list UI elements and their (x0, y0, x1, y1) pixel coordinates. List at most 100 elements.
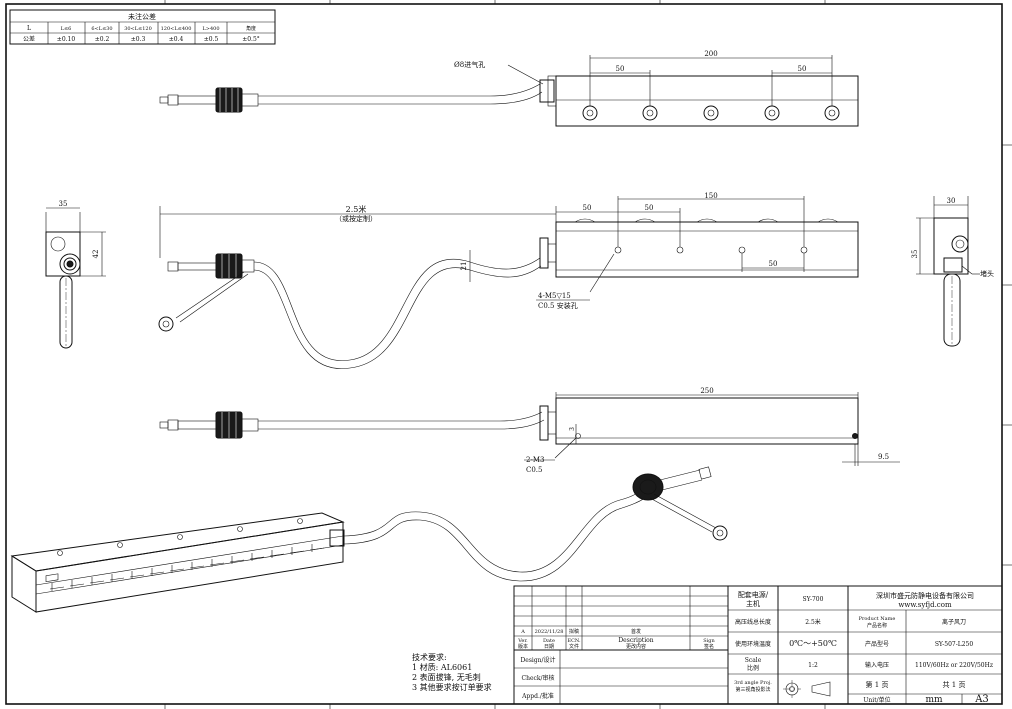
title-block: A 2022/11/28 拟稿 首发 Ver. 版本 Date 日期 ECN. … (513, 585, 1003, 705)
front-dim-hole-pitch: 50 (769, 260, 778, 268)
front-mounting-holes (614, 246, 808, 254)
front-dim-offset: 50 (583, 204, 592, 212)
product-name-value: 离子风刀 (942, 618, 966, 626)
rev-head-date: Date (543, 638, 555, 644)
input-value: 110V/60Hz or 220V/50Hz (915, 662, 993, 669)
tolerance-row-label: 公差 (23, 35, 35, 43)
left-view-height: 42 (92, 250, 100, 259)
inlet-hole-label: Ø8进气孔 (454, 60, 485, 69)
power-value: SY-700 (803, 596, 824, 603)
cable-note: （或按定制） (335, 214, 377, 223)
tech-item-3: 3 其他要求按订单要求 (412, 682, 492, 692)
tolerance-col-4: 120<L≤400 (161, 26, 192, 32)
tolerance-col-2: 6<L≤30 (91, 26, 112, 32)
hv-value: 2.5米 (805, 618, 821, 626)
bottom-length: 250 (700, 387, 713, 395)
tolerance-val-3: ±0.3 (131, 36, 146, 43)
hv-label: 高压线总长度 (735, 618, 771, 626)
env-label: 使用环境温度 (735, 640, 771, 648)
rev-ecn: 拟稿 (569, 628, 579, 635)
product-name-cn: 产品名称 (867, 622, 887, 629)
tolerance-col-6: 角度 (246, 25, 256, 32)
proj-en: 3rd angle Proj. (734, 680, 772, 686)
tolerance-val-6: ±0.5° (242, 36, 260, 43)
company-name: 深圳市盛元防静电设备有限公司 (876, 591, 974, 600)
model-value: SY-507-L250 (935, 641, 974, 648)
tolerance-val-5: ±0.5 (204, 36, 219, 43)
drawing-border (5, 0, 1012, 709)
top-view: 200 50 50 Ø8进气孔 (159, 50, 859, 127)
rev-head-ver: Ver. (517, 638, 528, 644)
rev-head-ecn-cn: 文件 (569, 643, 579, 650)
power-label-2: 主机 (746, 599, 760, 608)
proj-cn: 第三视角投影法 (735, 686, 770, 693)
top-view-nozzles (582, 105, 840, 121)
top-dim-left-pitch: 50 (616, 65, 625, 73)
rev-head-ver-cn: 版本 (518, 643, 528, 650)
rev-ver: A (520, 629, 525, 635)
rev-date: 2022/11/28 (535, 629, 564, 635)
tolerance-col-3: 30<L≤120 (124, 26, 152, 32)
third-angle-projection-icon (783, 680, 831, 698)
technical-requirements: 技术要求: 1 材质: AL6061 2 表面拔锋, 无毛刺 3 其他要求按订单… (412, 652, 492, 692)
rev-head-ecn: ECN. (567, 638, 581, 644)
tolerance-val-2: ±0.2 (95, 36, 110, 43)
front-view: 2.5米 （或按定制） 150 50 50 50 21 4-M5▽15 C0.5… (158, 192, 859, 369)
scale-en: Scale (745, 657, 762, 664)
bottom-hole-note-2: C0.5 (526, 466, 543, 474)
design-label: Design/设计 (520, 656, 555, 664)
env-value: 0℃～+50℃ (789, 639, 837, 648)
right-side-view: 30 35 堵头 (911, 196, 994, 347)
product-name-en: Product Name (859, 616, 896, 622)
top-dim-overall: 200 (704, 50, 717, 58)
tech-item-2: 2 表面拔锋, 无毛刺 (412, 672, 481, 682)
front-dim-pitch: 50 (645, 204, 654, 212)
bottom-edge: 3 (569, 427, 576, 431)
bottom-view: 250 3 9.5 2-M3 C0.5 (159, 387, 900, 474)
top-dim-right-pitch: 50 (798, 65, 807, 73)
front-dim-height: 21 (460, 262, 468, 271)
rev-head-date-cn: 日期 (544, 644, 554, 650)
tolerance-val-4: ±0.4 (169, 36, 184, 43)
page-number: 第 1 页 (866, 680, 889, 689)
iso-grill-slots (45, 573, 59, 583)
tolerance-table: 未注公差 L L≤6 6<L≤30 30<L≤120 120<L≤400 L>4… (9, 9, 276, 45)
cable-length: 2.5米 (346, 204, 367, 214)
scale-cn: 比例 (747, 664, 759, 672)
scale-value: 1:2 (808, 662, 818, 669)
rev-head-desc: Description (618, 637, 653, 644)
front-hole-note-1: 4-M5▽15 (538, 292, 571, 300)
rev-head-sign: Sign (703, 638, 715, 644)
check-label: Check/审核 (521, 674, 554, 682)
unit-label: Unit/单位 (863, 696, 890, 704)
power-label-1: 配套电源/ (738, 590, 769, 599)
rev-desc: 首发 (631, 628, 641, 635)
tech-title: 技术要求: (412, 652, 447, 662)
bottom-hole-note-1: 2-M3 (526, 456, 544, 464)
right-view-height: 35 (911, 250, 919, 259)
tolerance-header-l: L (27, 25, 31, 32)
page-total: 共 1 页 (943, 680, 966, 689)
front-dim-span: 150 (704, 192, 717, 200)
front-hole-note-2: C0.5 安装孔 (538, 301, 578, 310)
bottom-end-offset: 9.5 (878, 453, 889, 461)
tech-item-1: 1 材质: AL6061 (412, 662, 472, 672)
rev-head-desc-cn: 更改内容 (626, 643, 646, 650)
right-view-width: 30 (947, 197, 956, 205)
tolerance-col-1: L≤6 (61, 26, 72, 32)
input-label: 输入电压 (865, 661, 889, 669)
tolerance-col-5: L>400 (202, 26, 219, 32)
tolerance-title: 未注公差 (128, 12, 156, 21)
isometric-view (10, 466, 728, 613)
rev-head-sign-cn: 签名 (704, 643, 714, 650)
model-label: 产品型号 (865, 640, 889, 648)
sheet-size: A3 (974, 694, 989, 705)
tolerance-val-1: ±0.10 (57, 36, 76, 43)
left-view-width: 35 (59, 200, 68, 208)
appd-label: Appd./批准 (521, 692, 554, 700)
plug-label: 堵头 (980, 269, 994, 278)
company-website: www.syfjd.com (898, 601, 952, 609)
left-side-view: 35 42 (45, 200, 106, 349)
unit-value: mm (925, 695, 943, 705)
